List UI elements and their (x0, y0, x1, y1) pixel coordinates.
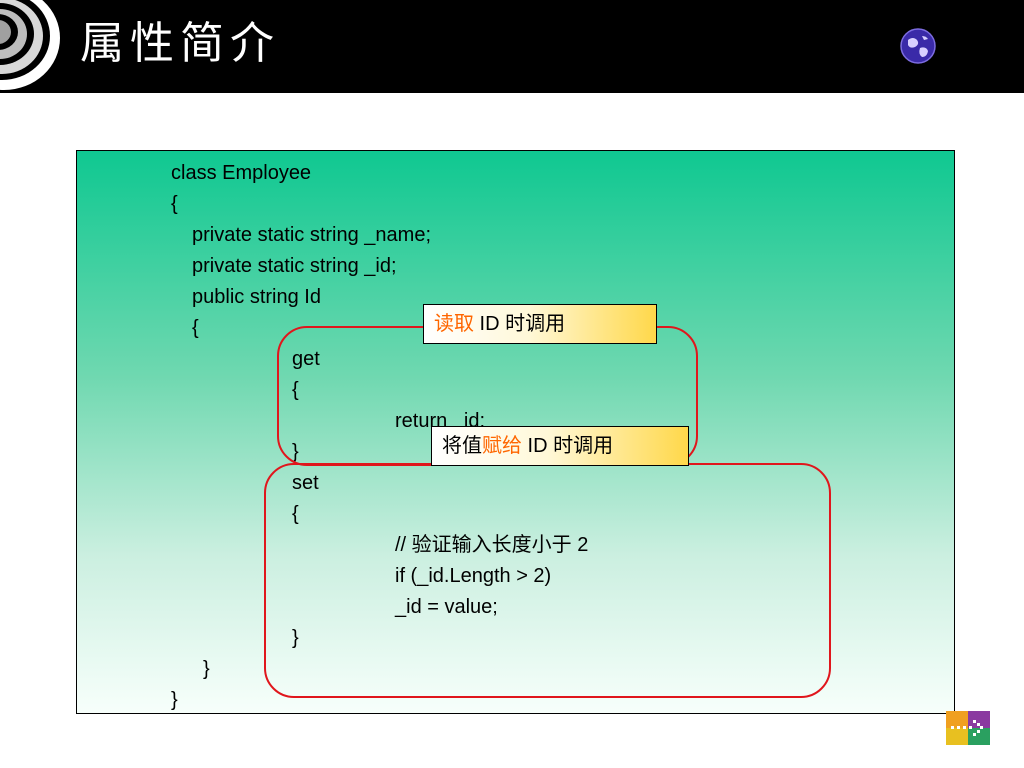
code-line: private static string _id; (192, 255, 397, 277)
code-line: // 验证输入长度小于 2 (395, 534, 589, 556)
setter-callout-highlight: 赋给 (482, 435, 522, 457)
code-line: { (292, 503, 299, 525)
next-slide-arrow-icon[interactable] (946, 711, 990, 745)
slide-title: 属性简介 (80, 18, 280, 69)
code-line: { (171, 193, 178, 215)
spiral-logo-icon (0, 0, 60, 90)
getter-callout-text: ID 时调用 (474, 313, 566, 335)
code-line: class Employee (171, 162, 312, 184)
setter-callout-text: ID 时调用 (522, 435, 614, 457)
code-line: if (_id.Length > 2) (395, 565, 552, 587)
globe-icon (900, 28, 936, 64)
getter-callout: 读取 ID 时调用 (423, 304, 657, 344)
code-line: } (292, 627, 299, 649)
code-line: private static string _name; (192, 224, 431, 246)
getter-callout-highlight: 读取 (434, 313, 474, 335)
code-line: { (292, 379, 299, 401)
code-line: public string Id (192, 286, 321, 308)
code-line: { (192, 317, 199, 339)
code-line: set (292, 472, 319, 494)
code-line: } (203, 658, 210, 680)
setter-callout: 将值赋给 ID 时调用 (431, 426, 689, 466)
title-bar: 属性简介 (0, 0, 1024, 93)
setter-callout-prefix: 将值 (442, 435, 482, 457)
setter-highlight-oval (264, 463, 831, 698)
code-line: _id = value; (395, 596, 498, 618)
code-line: } (171, 689, 178, 711)
